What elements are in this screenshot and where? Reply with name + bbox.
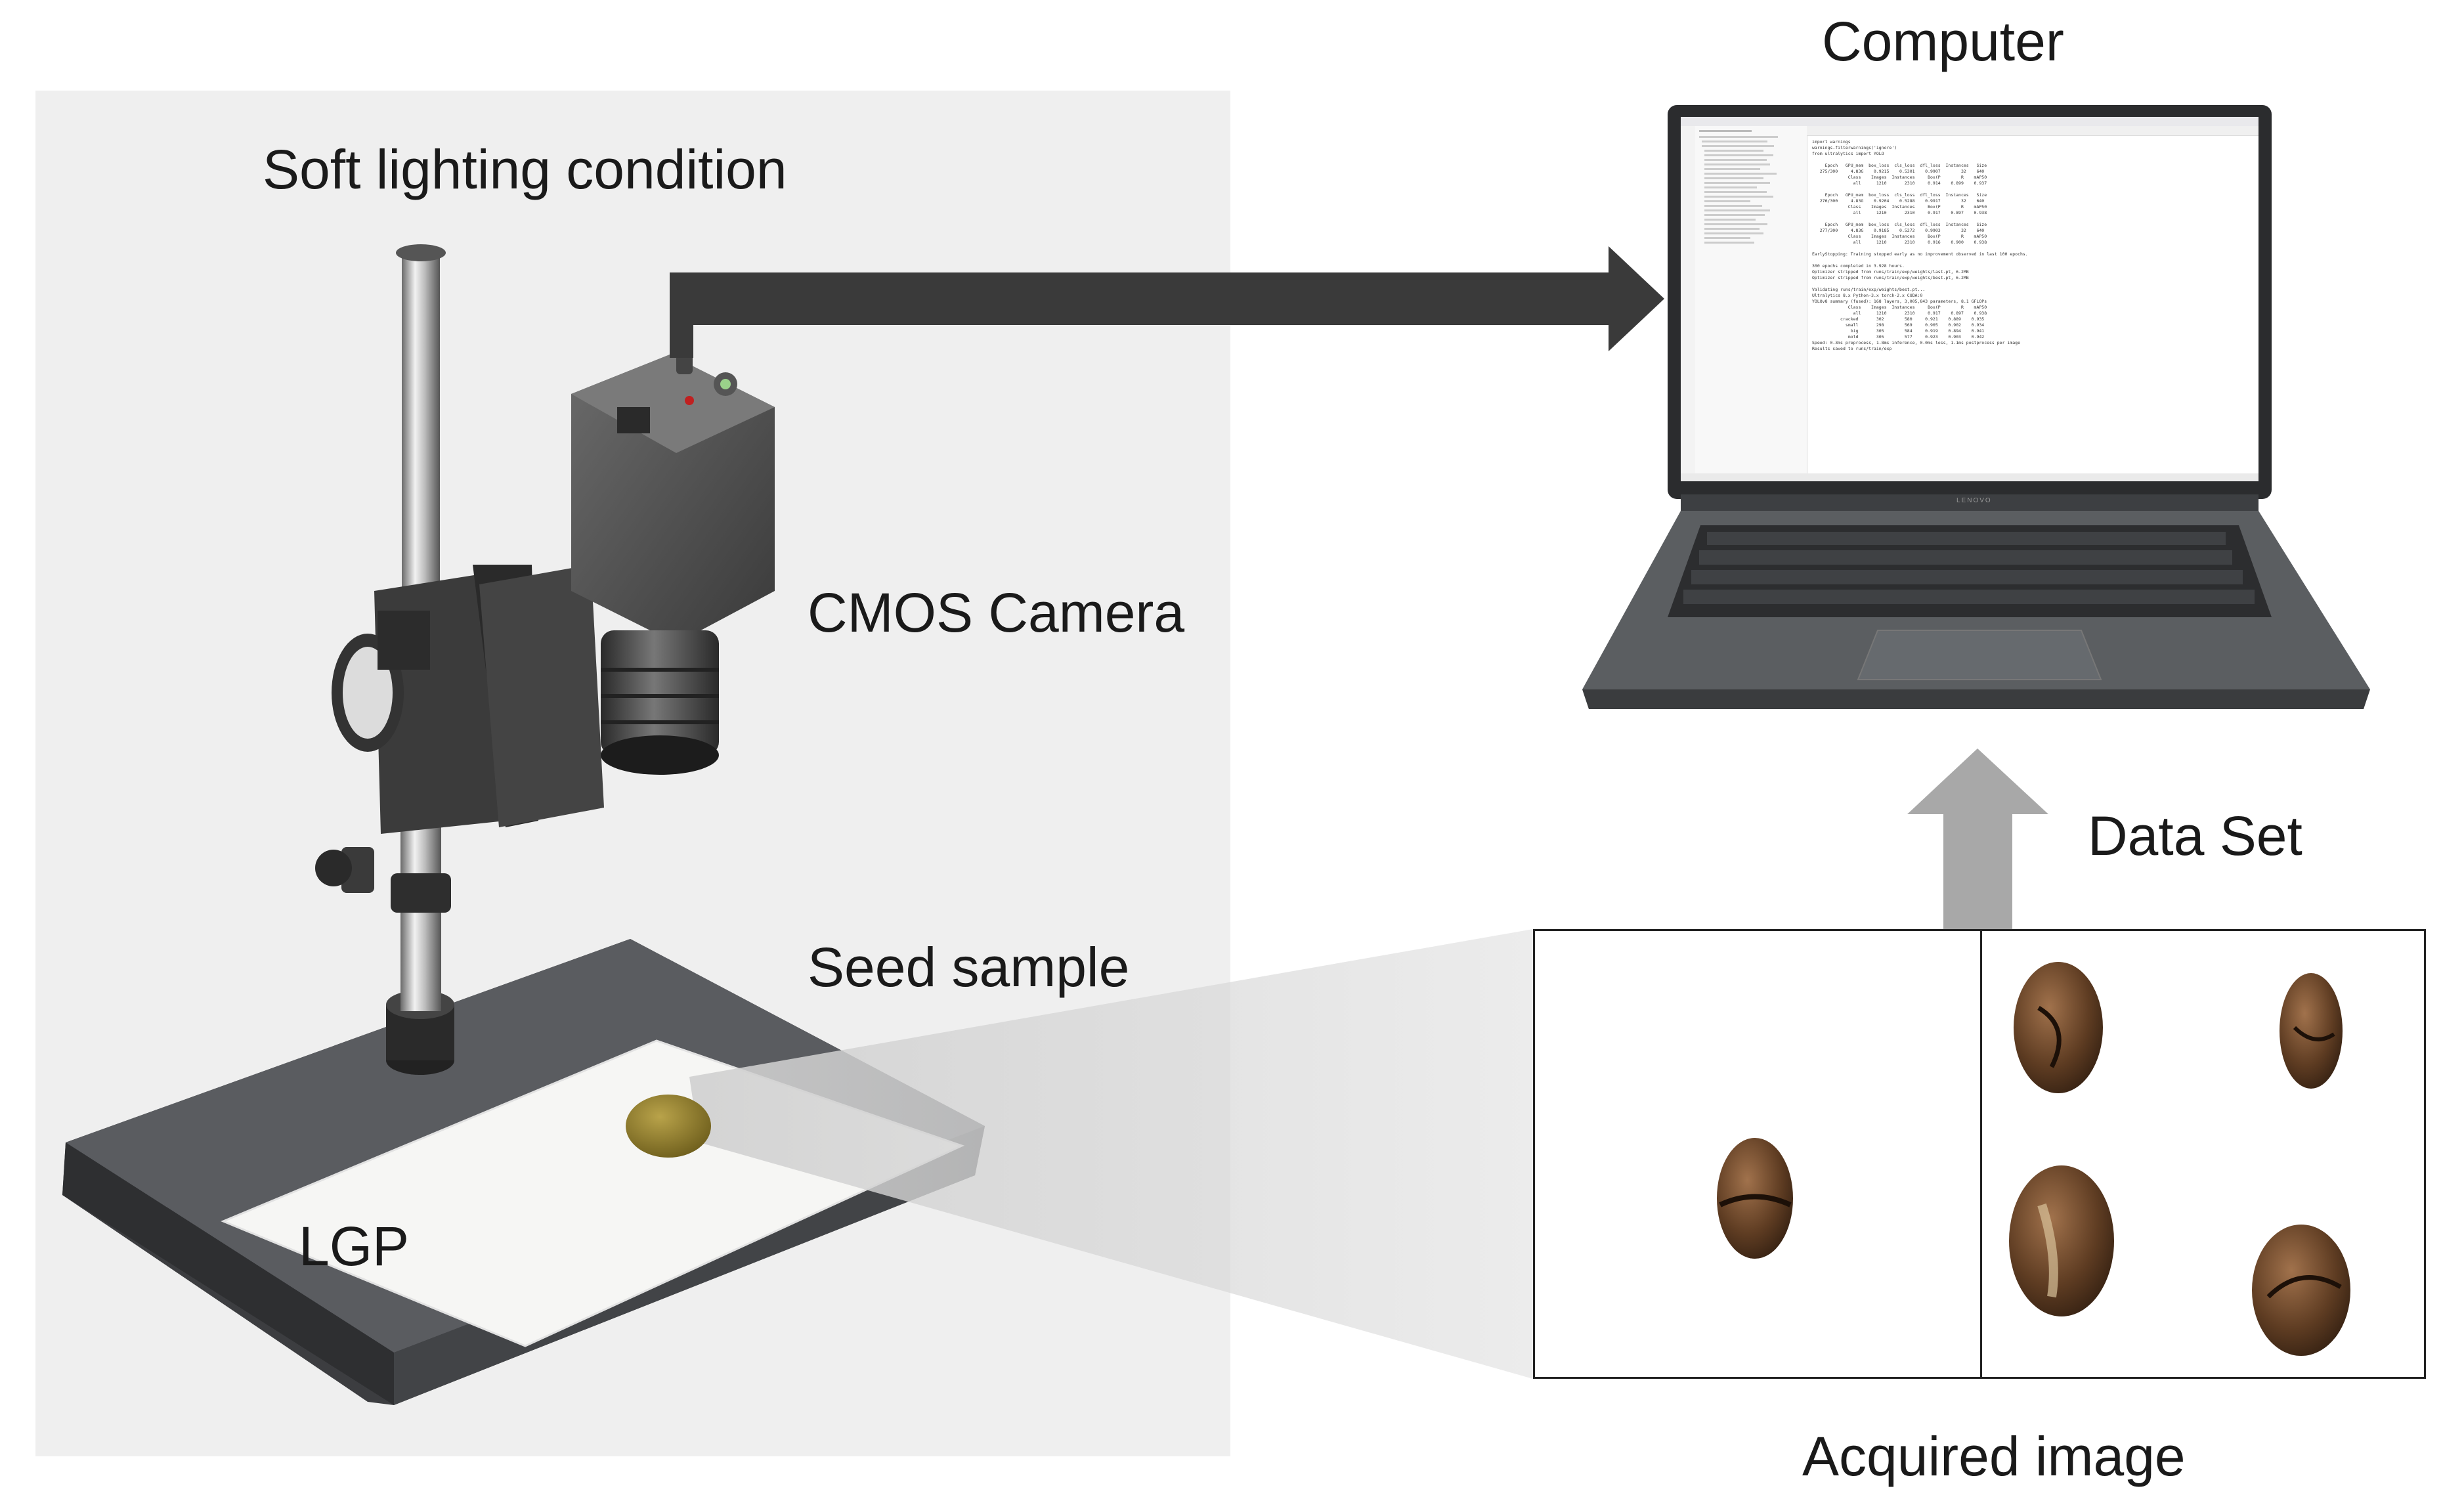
camera-label: CMOS Camera bbox=[808, 582, 1185, 643]
terminal-line: import warnings bbox=[1812, 139, 1851, 144]
ide-activity-bar bbox=[1681, 126, 1696, 481]
acquired-image-label: Acquired image bbox=[1802, 1425, 2186, 1487]
terminal-line: 277/300 4.83G 0.9185 0.5272 0.9903 32 64… bbox=[1812, 228, 1985, 233]
terminal-line: Class Images Instances Box(P R mAP50 bbox=[1812, 204, 1987, 209]
terminal-line: Optimizer stripped from runs/train/exp/w… bbox=[1812, 269, 1969, 274]
seed-label: Seed sample bbox=[808, 936, 1130, 998]
terminal-line bbox=[1812, 157, 2232, 163]
terminal-line: Speed: 0.3ms preprocess, 1.8ms inference… bbox=[1812, 340, 2020, 345]
ide-statusbar bbox=[1681, 473, 2259, 481]
laptop-hinge bbox=[1681, 494, 2259, 511]
terminal-line: 300 epochs completed in 3.928 hours. bbox=[1812, 263, 1905, 269]
terminal-line: Validating runs/train/exp/weights/best.p… bbox=[1812, 287, 1926, 292]
terminal-line: small 298 569 0.905 0.902 0.934 bbox=[1812, 322, 1985, 328]
acquired-seeds bbox=[1717, 962, 2350, 1356]
terminal-line: all 1210 2310 0.914 0.899 0.937 bbox=[1812, 181, 1987, 186]
seed-sample bbox=[626, 1095, 711, 1158]
dataset-to-computer-arrow bbox=[1907, 749, 2048, 939]
seed-image-4 bbox=[2252, 1225, 2350, 1356]
terminal-line: Ultralytics 8.x Python-3.x torch-2.x CUD… bbox=[1812, 293, 1923, 298]
terminal-line: all 1210 2310 0.917 0.897 0.938 bbox=[1812, 210, 1987, 215]
terminal-line: Class Images Instances Box(P R mAP50 bbox=[1812, 234, 1987, 239]
cmos-camera bbox=[571, 348, 775, 775]
terminal-line: Class Images Instances Box(P R mAP50 bbox=[1812, 175, 1987, 180]
terminal-line: Epoch GPU_mem box_loss cls_loss dfl_loss… bbox=[1812, 163, 1987, 168]
lighting-label: Soft lighting condition bbox=[263, 139, 787, 200]
terminal-line bbox=[1812, 257, 2232, 263]
terminal-line bbox=[1812, 281, 2232, 287]
terminal-line: Epoch GPU_mem box_loss cls_loss dfl_loss… bbox=[1812, 222, 1987, 227]
terminal-line: 275/300 4.83G 0.9215 0.5301 0.9907 32 64… bbox=[1812, 169, 1985, 174]
terminal-line: from ultralytics import YOLO bbox=[1812, 151, 1884, 156]
terminal-line: YOLOv8 summary (fused): 168 layers, 3,00… bbox=[1812, 299, 1987, 304]
terminal-line: mold 305 577 0.923 0.903 0.942 bbox=[1812, 334, 1985, 339]
laptop-brand: LENOVO bbox=[1956, 497, 1992, 504]
camera-to-computer-arrow bbox=[670, 246, 1664, 358]
seed-image-single bbox=[1717, 1138, 1793, 1259]
terminal-line: all 1210 2310 0.916 0.900 0.938 bbox=[1812, 240, 1987, 245]
computer-label: Computer bbox=[1822, 11, 2064, 72]
terminal-line: big 305 584 0.919 0.894 0.941 bbox=[1812, 328, 1985, 334]
stand-post bbox=[315, 244, 604, 1075]
terminal-line bbox=[1812, 246, 2232, 251]
seed-image-1 bbox=[2014, 962, 2103, 1093]
terminal-line bbox=[1812, 216, 2232, 222]
seed-image-2 bbox=[2280, 973, 2343, 1089]
ide-titlebar bbox=[1681, 117, 2259, 126]
ide-explorer bbox=[1695, 126, 1807, 481]
ide-tabs bbox=[1807, 126, 2259, 136]
terminal-line bbox=[1812, 186, 2232, 192]
terminal-line: EarlyStopping: Training stopped early as… bbox=[1812, 251, 2028, 257]
terminal-line: Epoch GPU_mem box_loss cls_loss dfl_loss… bbox=[1812, 192, 1987, 198]
seed-image-3 bbox=[2009, 1165, 2114, 1316]
lgp-label: LGP bbox=[299, 1215, 410, 1277]
terminal-line: cracked 302 580 0.921 0.889 0.935 bbox=[1812, 316, 1985, 322]
terminal-line: warnings.filterwarnings('ignore') bbox=[1812, 145, 1897, 150]
terminal-line: all 1210 2310 0.917 0.897 0.938 bbox=[1812, 311, 1987, 316]
image-divider bbox=[1980, 931, 1982, 1377]
terminal-line: Optimizer stripped from runs/train/exp/w… bbox=[1812, 275, 1969, 280]
terminal-line: Class Images Instances Box(P R mAP50 bbox=[1812, 305, 1987, 310]
terminal-line: 276/300 4.83G 0.9204 0.5288 0.9917 32 64… bbox=[1812, 198, 1985, 204]
terminal-line: Results saved to runs/train/exp bbox=[1812, 346, 1892, 351]
light-beam bbox=[689, 929, 1533, 1379]
laptop-base bbox=[1582, 511, 2370, 709]
dataset-label: Data Set bbox=[2088, 805, 2302, 867]
